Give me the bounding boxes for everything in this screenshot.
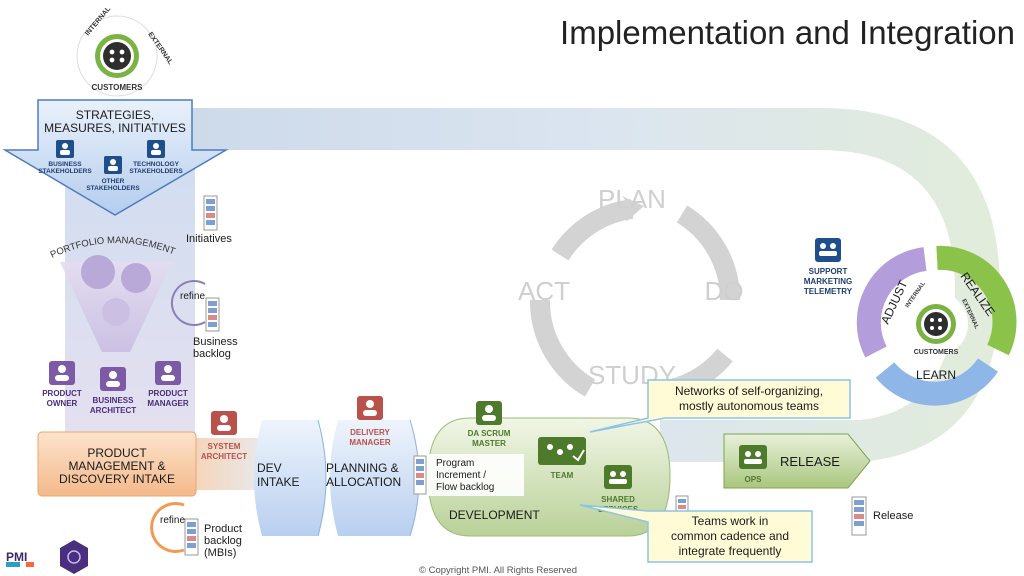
svg-text:Teams work in: Teams work in [692,514,769,528]
svg-text:SHARED: SHARED [601,495,635,504]
release-backlog-label: Release [873,510,913,522]
svg-text:MASTER: MASTER [472,439,506,448]
svg-text:TECHNOLOGY: TECHNOLOGY [133,161,180,168]
product-backlog-line1: Product [204,523,242,535]
product-backlog-icon [184,518,199,556]
copyright: © Copyright PMI. All Rights Reserved [419,565,577,576]
da-scrum-master-role: DA SCRUM MASTER [468,401,511,448]
program-increment-backlog: Program Increment / Flow backlog [413,454,524,496]
page-title: Implementation and Integration [560,14,1015,51]
svg-text:CUSTOMERS: CUSTOMERS [914,349,959,356]
system-architect-role: SYSTEM ARCHITECT [201,411,247,461]
pdsa-act: ACT [518,276,570,306]
svg-text:INTAKE: INTAKE [257,475,299,489]
product-backlog-line3: (MBIs) [204,547,236,559]
svg-text:TELEMETRY: TELEMETRY [804,287,853,296]
portfolio-funnel [60,255,172,352]
svg-text:Program: Program [436,458,474,469]
product-backlog-line2: backlog [204,535,242,547]
other-stakeholders: OTHER STAKEHOLDERS [86,156,140,192]
svg-text:ALLOCATION: ALLOCATION [326,475,401,489]
pdsa-do: DO [705,276,744,306]
initiatives-label: Initiatives [186,233,232,245]
product-refine-cycle-icon: refine [150,502,185,553]
svg-text:MARKETING: MARKETING [804,277,852,286]
planning-allocation-stage: PLANNING & ALLOCATION [326,419,420,537]
people-icon [604,465,632,489]
customers-badge-top: INTERNAL EXTERNAL CUSTOMERS [76,5,174,97]
people-icon [815,238,841,262]
svg-text:DELIVERY: DELIVERY [350,428,390,437]
svg-text:Flow backlog: Flow backlog [436,482,494,493]
development-stage: DEVELOPMENT [427,417,671,537]
svg-text:BUSINESS: BUSINESS [48,161,82,168]
support-role: SUPPORT MARKETING TELEMETRY [804,238,853,296]
business-backlog-line2: backlog [193,348,231,360]
svg-text:refine: refine [180,291,205,302]
initiatives-backlog-icon [203,195,218,231]
svg-text:integrate frequently: integrate frequently [679,544,782,558]
svg-text:ARCHITECT: ARCHITECT [201,452,247,461]
ops-icon [739,445,767,469]
svg-text:MANAGER: MANAGER [147,399,189,408]
product-owner-role: PRODUCT OWNER [42,361,82,408]
refine-cycle-icon: refine [170,280,206,326]
delivery-manager-role: DELIVERY MANAGER [349,396,391,447]
svg-text:PRODUCT: PRODUCT [42,389,82,398]
svg-text:SUPPORT: SUPPORT [809,267,848,276]
people-icon [109,49,125,63]
svg-text:common cadence and: common cadence and [671,529,789,543]
business-architect-role: BUSINESS ARCHITECT [90,367,136,415]
badge-customers-label: CUSTOMERS [92,83,144,92]
svg-text:TEAM: TEAM [551,471,574,480]
svg-text:MANAGEMENT &: MANAGEMENT & [68,459,165,473]
business-stakeholders: BUSINESS STAKEHOLDERS [38,140,92,175]
svg-text:Increment /: Increment / [436,470,486,481]
business-backlog-icon [205,297,220,332]
svg-text:OWNER: OWNER [47,399,78,408]
svg-text:PMI: PMI [6,550,27,564]
strategies-line2: MEASURES, INITIATIVES [44,121,186,135]
product-management-box: PRODUCT MANAGEMENT & DISCOVERY INTAKE [37,431,197,497]
svg-text:refine: refine [160,515,185,526]
svg-text:DEV: DEV [257,461,282,475]
svg-text:DA SCRUM: DA SCRUM [468,429,511,438]
svg-text:BUSINESS: BUSINESS [93,396,135,405]
svg-text:PRODUCT: PRODUCT [87,446,147,460]
pmi-logo: PMI [6,550,34,567]
svg-text:OTHER: OTHER [102,178,125,185]
svg-text:DISCOVERY INTAKE: DISCOVERY INTAKE [59,472,175,486]
value-flow-loop [110,108,1000,462]
svg-text:SYSTEM: SYSTEM [208,442,241,451]
svg-text:DEVELOPMENT: DEVELOPMENT [449,508,540,522]
pdsa-cycle: PLAN DO STUDY ACT [518,184,744,402]
da-badge-icon [60,540,88,574]
callout-networks: Networks of self-organizing, mostly auto… [589,379,851,433]
dev-intake-stage: DEV INTAKE [254,419,327,537]
svg-text:ARCHITECT: ARCHITECT [90,406,136,415]
svg-text:OPS: OPS [745,475,763,484]
svg-text:mostly autonomous teams: mostly autonomous teams [679,399,819,413]
svg-text:STAKEHOLDERS: STAKEHOLDERS [38,168,92,175]
svg-text:STAKEHOLDERS: STAKEHOLDERS [129,168,183,175]
svg-text:PRODUCT: PRODUCT [148,389,188,398]
svg-text:RELEASE: RELEASE [780,454,840,469]
svg-text:MANAGER: MANAGER [349,438,391,447]
technology-stakeholders: TECHNOLOGY STAKEHOLDERS [129,140,183,175]
people-icon [930,318,942,330]
svg-text:Networks of self-organizing,: Networks of self-organizing, [675,384,823,398]
release-stage: OPS RELEASE [723,433,871,489]
svg-text:STAKEHOLDERS: STAKEHOLDERS [86,185,140,192]
business-backlog-line1: Business [193,336,238,348]
strategies-line1: STRATEGIES, [76,108,154,122]
release-backlog-icon [851,496,867,536]
svg-text:PLANNING &: PLANNING & [326,461,399,475]
callout-teams: Teams work in common cadence and integra… [579,504,813,563]
pdsa-plan: PLAN [598,184,666,214]
product-manager-role: PRODUCT MANAGER [147,361,189,408]
cycle-learn: LEARN [916,368,956,382]
team-role: TEAM [538,437,586,480]
